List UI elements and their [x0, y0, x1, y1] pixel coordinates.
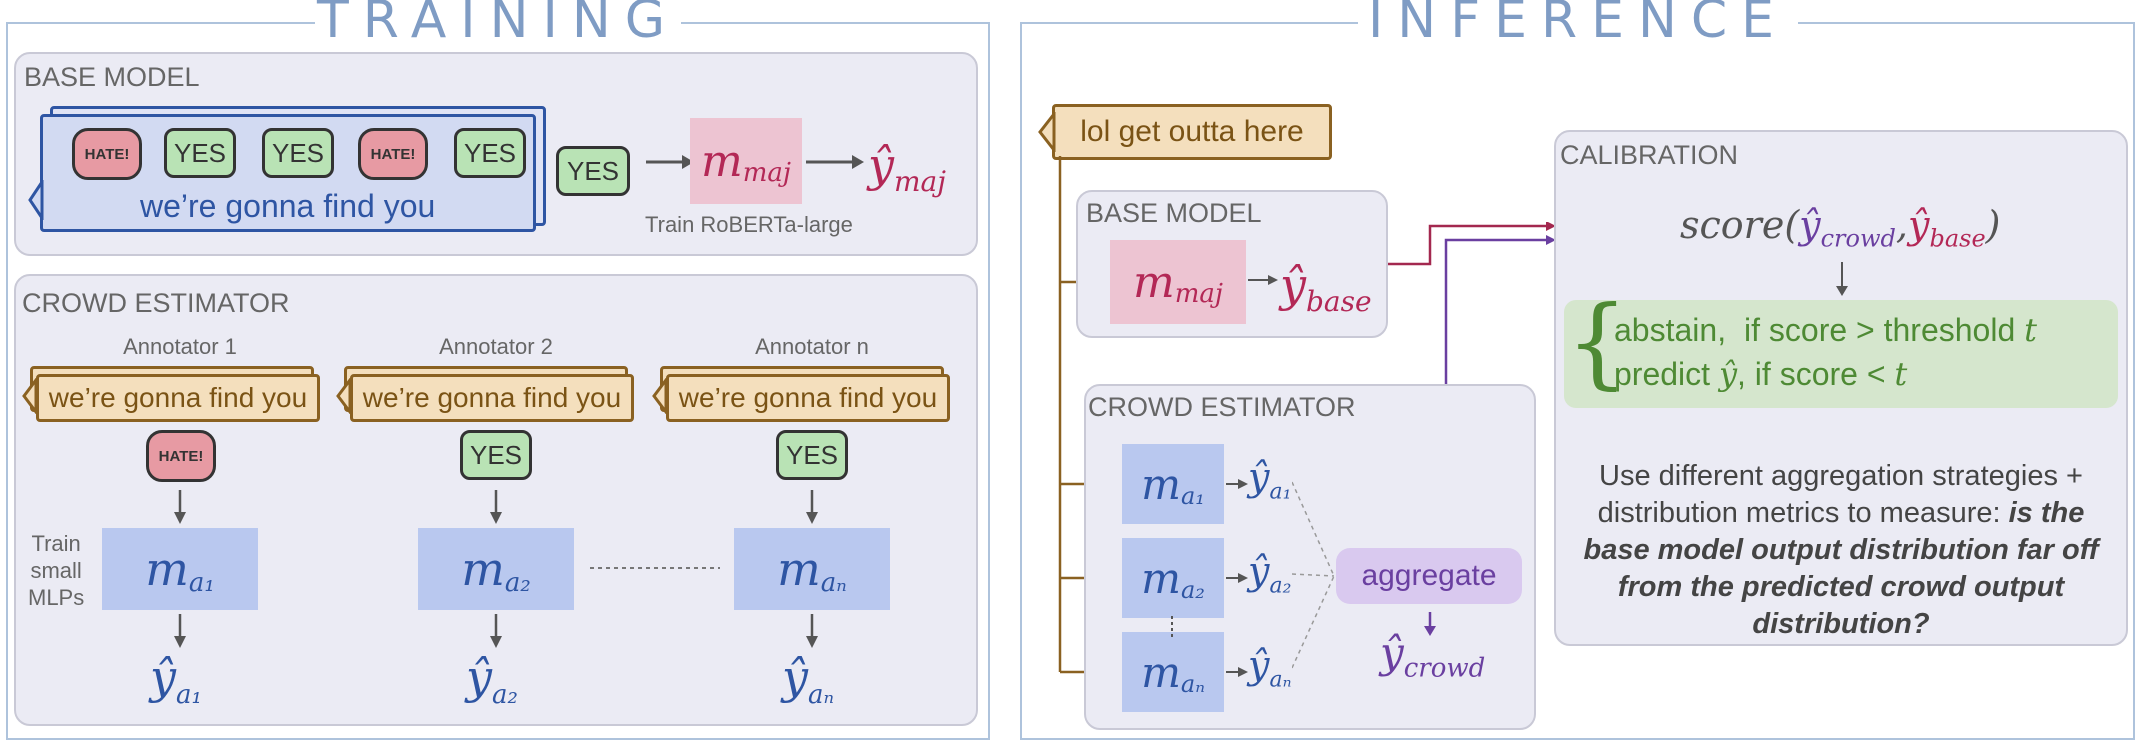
bubble-tail [336, 378, 352, 414]
arrow-icon [806, 614, 818, 648]
calibration-description: Use different aggregation strategies + d… [1583, 460, 2099, 640]
annotator-bubble: we’re gonna find you [350, 374, 634, 422]
arrow-icon [1836, 262, 1848, 296]
train-small-mlps-label: Train small MLPs [28, 531, 85, 610]
arrow-icon [490, 490, 502, 524]
inference-annotator-output: ŷa₂ [1248, 549, 1292, 599]
rule-predict: predict ŷ, if score < t [1614, 355, 1908, 393]
input-text-bubble: lol get outta here [1052, 104, 1332, 160]
hate-bubble: HATE! [72, 128, 142, 180]
inference-crowd-title: CROWD ESTIMATOR [1088, 392, 1356, 422]
yes-bubble: YES [164, 128, 236, 178]
annotator-output: ŷa₁ [150, 650, 202, 711]
annotator-label: Annotator 1 [123, 334, 237, 359]
training-crowd-title: CROWD ESTIMATOR [22, 288, 290, 318]
rule-abstain-cond: if score > threshold t [1744, 311, 2037, 349]
arrow-icon [174, 490, 186, 524]
stack-tail [28, 180, 44, 220]
yes-bubble: YES [454, 128, 526, 178]
annotator-bubble: we’re gonna find you [36, 374, 320, 422]
annotator-output: ŷaₙ [782, 650, 835, 711]
arrow-icon [1248, 275, 1278, 285]
ellipsis-line [590, 567, 720, 569]
majority-yes-bubble: YES [556, 146, 630, 196]
aggregate-box: aggregate [1336, 548, 1522, 604]
training-title: TRAINING [315, 0, 681, 46]
aggregate-fan-lines [1292, 481, 1335, 669]
arrow-icon [1226, 573, 1248, 583]
hate-bubble: HATE! [358, 128, 428, 180]
inference-annotator-output: ŷa₁ [1248, 455, 1292, 505]
calibration-title: CALIBRATION [1560, 140, 1739, 170]
train-roberta-note: Train RoBERTa-large [645, 212, 853, 237]
vertical-dots [1171, 616, 1173, 638]
arrow-icon [1424, 612, 1436, 636]
inference-annotator-output: ŷaₙ [1248, 643, 1292, 693]
to-calibration-lines [1388, 222, 1556, 384]
input-bubble-tail [1038, 112, 1056, 152]
bubble-tail [22, 378, 38, 414]
y-crowd-output: ŷcrowd [1380, 628, 1486, 684]
yes-bubble: YES [262, 128, 334, 178]
bubble-tail [652, 378, 668, 414]
arrow-icon [1226, 667, 1248, 677]
decision-rule-box [1564, 300, 2118, 408]
arrow-icon [1226, 479, 1248, 489]
y-base-output: ŷbase [1280, 258, 1372, 319]
annotator-bubble: we’re gonna find you [666, 374, 950, 422]
yes-bubble: YES [460, 430, 532, 480]
arrow-icon [490, 614, 502, 648]
arrow-icon [806, 155, 864, 169]
y-maj-output: ŷmaj [868, 138, 946, 199]
score-formula: score(ŷcrowd,ŷbase) [1680, 203, 2001, 253]
hate-bubble: HATE! [146, 430, 216, 482]
arrow-icon [646, 155, 694, 169]
training-base-model-title: BASE MODEL [24, 62, 200, 92]
annotator-output: ŷa₂ [466, 650, 518, 711]
yes-bubble: YES [776, 430, 848, 480]
inference-title: INFERENCE [1358, 0, 1798, 46]
annotator-label: Annotator n [755, 334, 869, 359]
rule-abstain: abstain, [1614, 312, 1727, 348]
arrow-icon [174, 614, 186, 648]
stack-text: we’re gonna find you [140, 188, 436, 224]
brace-icon: { [1566, 286, 1629, 400]
inference-base-model-title: BASE MODEL [1086, 198, 1262, 228]
arrow-icon [806, 490, 818, 524]
annotator-label: Annotator 2 [439, 334, 553, 359]
